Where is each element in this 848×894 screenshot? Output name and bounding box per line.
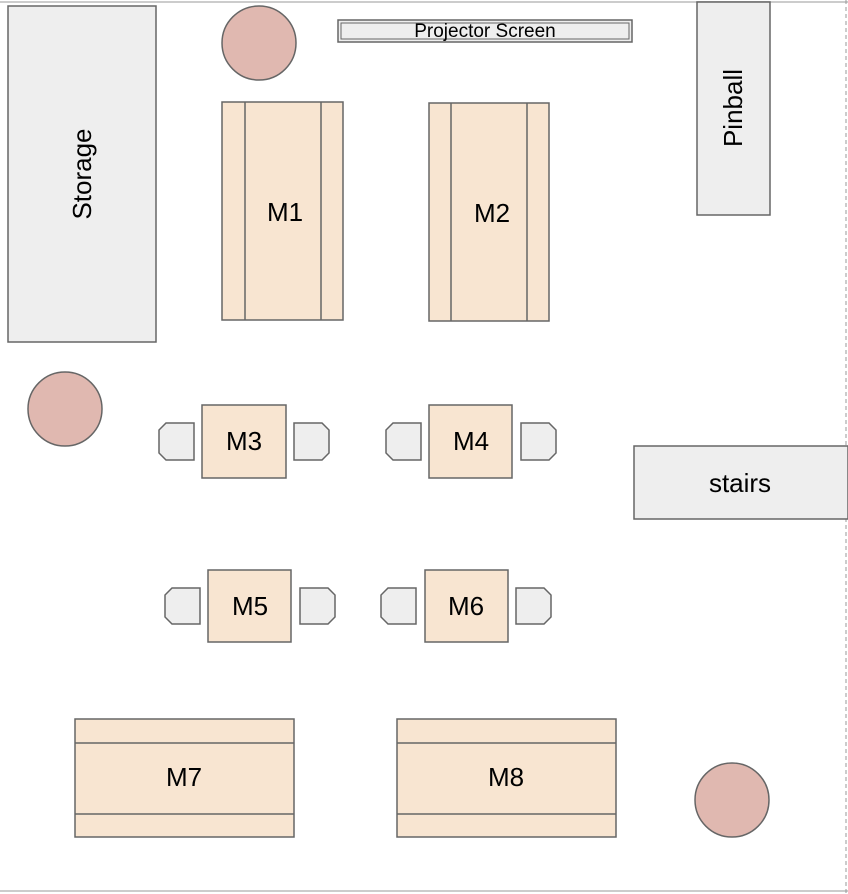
projector-screen: Projector Screen [337,19,633,43]
projector-screen-label: Projector Screen [414,21,556,42]
table-m4[interactable]: M4 [385,404,557,479]
storage: Storage [7,5,157,343]
chair [299,587,336,625]
pillar [221,5,297,81]
table-m7[interactable]: M7 [74,718,295,838]
chair [515,587,552,625]
pinball: Pinball [696,1,771,216]
chair [158,422,195,461]
table-m8[interactable]: M8 [396,718,617,838]
chair [293,422,330,461]
pillar [27,371,103,447]
table-m6[interactable]: M6 [380,569,552,643]
storage-label: Storage [67,128,97,219]
table-m3[interactable]: M3 [158,404,330,479]
table-m2[interactable]: M2 [428,102,550,322]
table-label: M2 [474,198,510,228]
chair [385,422,422,461]
table-label: M4 [453,426,489,456]
chair [520,422,557,461]
table-label: M7 [166,762,202,792]
table-label: M3 [226,426,262,456]
stairs: stairs [633,445,848,520]
table-label: M8 [488,762,524,792]
table-m1[interactable]: M1 [221,101,344,321]
table-m5[interactable]: M5 [164,569,336,643]
pinball-label: Pinball [718,69,748,147]
stairs-label: stairs [709,468,771,498]
table-label: M6 [448,591,484,621]
chair [164,587,201,625]
table-label: M5 [232,591,268,621]
chair [380,587,417,625]
pillar [694,762,770,838]
table-label: M1 [267,197,303,227]
